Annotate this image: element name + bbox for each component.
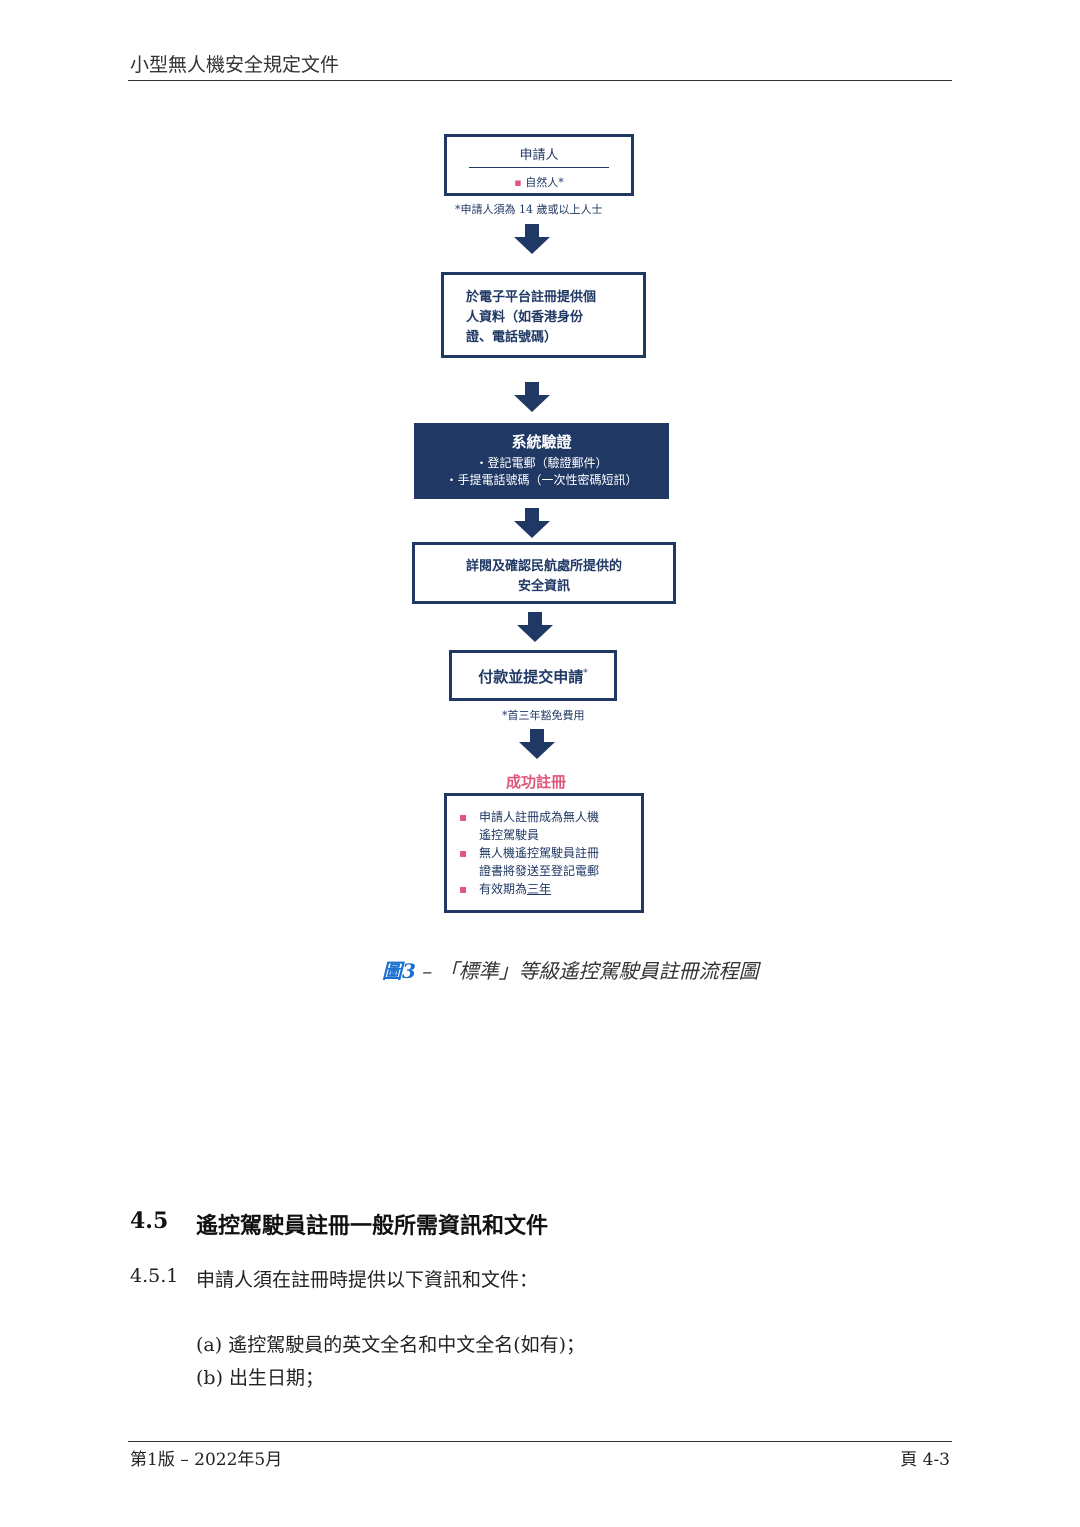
- list-item: (a) 遙控駕駛員的英文全名和中文全名(如有)；: [196, 1334, 586, 1356]
- natural-person-label: 自然人*: [525, 176, 564, 189]
- fee-waiver-note: *首三年豁免費用: [502, 709, 585, 722]
- success-item: ▪ 有效期為三年: [459, 880, 631, 898]
- success-item-cont: 遙控駕駛員: [459, 826, 631, 844]
- caption-text: 「標準」等級遙控駕駛員註冊流程圖: [438, 959, 759, 983]
- bullet-icon: ▪: [459, 810, 468, 824]
- verification-email: ・登記電郵（驗證郵件）: [475, 456, 608, 470]
- register-line-3: 證、電話號碼）: [466, 330, 558, 345]
- applicant-box: 申請人 ▪ 自然人*: [444, 134, 634, 196]
- success-item: ▪ 無人機遙控駕駛員註冊: [459, 844, 631, 862]
- list-item: (b) 出生日期；: [196, 1367, 325, 1389]
- bullet-icon: ▪: [459, 882, 468, 896]
- verification-title: 系統驗證: [511, 433, 572, 451]
- success-item-cont: 證書將發送至登記電郵: [459, 862, 631, 880]
- safety-info-box: 詳閱及確認民航處所提供的 安全資訊: [412, 542, 676, 604]
- applicant-title: 申請人: [519, 148, 559, 163]
- success-item-3a: 有效期為: [479, 882, 528, 896]
- header-title: 小型無人機安全規定文件: [130, 54, 340, 76]
- section-title: 遙控駕駛員註冊一般所需資訊和文件: [196, 1213, 549, 1239]
- success-item-2a: 無人機遙控駕駛員註冊: [479, 846, 600, 860]
- bullet-icon: ▪: [459, 846, 468, 860]
- footer-page-number: 頁 4-3: [900, 1450, 950, 1470]
- down-arrow-icon: [514, 224, 550, 254]
- register-line-2: 人資料（如香港身份: [466, 310, 584, 325]
- applicant-item: ▪ 自然人*: [447, 174, 631, 190]
- paragraph-number: 4.5.1: [130, 1265, 179, 1287]
- figure-caption: 圖3 – 「標準」等級遙控駕駛員註冊流程圖: [382, 955, 759, 984]
- paragraph-text: 申請人須在註冊時提供以下資訊和文件：: [196, 1269, 539, 1291]
- section-number: 4.5: [130, 1208, 169, 1234]
- bullet-icon: ▪: [514, 176, 522, 189]
- figure-number: 圖3: [382, 959, 416, 983]
- footer-rule: [128, 1441, 952, 1442]
- success-item-1b: 遙控駕駛員: [479, 828, 540, 842]
- age-note: *申請人須為 14 歲或以上人士: [455, 203, 603, 216]
- down-arrow-icon: [514, 382, 550, 412]
- applicant-divider: [469, 167, 609, 168]
- verification-sms: ・手提電話號碼（一次性密碼短訊）: [445, 473, 638, 487]
- payment-mark: *: [583, 668, 588, 679]
- success-item-3b: 三年: [527, 882, 552, 896]
- success-item-2b: 證書將發送至登記電郵: [479, 864, 600, 878]
- register-line-1: 於電子平台註冊提供個: [466, 290, 597, 305]
- safety-line-2: 安全資訊: [517, 579, 570, 594]
- header-rule: [128, 80, 952, 81]
- down-arrow-icon: [519, 729, 555, 759]
- success-box: ▪ 申請人註冊成為無人機 遙控駕駛員 ▪ 無人機遙控駕駛員註冊 證書將發送至登記…: [444, 793, 644, 913]
- system-verification-box: 系統驗證 ・登記電郵（驗證郵件） ・手提電話號碼（一次性密碼短訊）: [414, 423, 669, 499]
- down-arrow-icon: [514, 508, 550, 538]
- success-item: ▪ 申請人註冊成為無人機: [459, 808, 631, 826]
- payment-label: 付款並提交申請: [478, 668, 584, 686]
- success-item-1a: 申請人註冊成為無人機: [479, 810, 600, 824]
- down-arrow-icon: [517, 612, 553, 642]
- safety-line-1: 詳閱及確認民航處所提供的: [465, 559, 622, 574]
- success-heading: 成功註冊: [506, 773, 567, 791]
- footer-edition: 第1版 – 2022年5月: [130, 1450, 283, 1470]
- payment-box: 付款並提交申請*: [449, 650, 617, 701]
- caption-dash: –: [415, 959, 439, 983]
- register-info-box: 於電子平台註冊提供個 人資料（如香港身份 證、電話號碼）: [441, 272, 646, 358]
